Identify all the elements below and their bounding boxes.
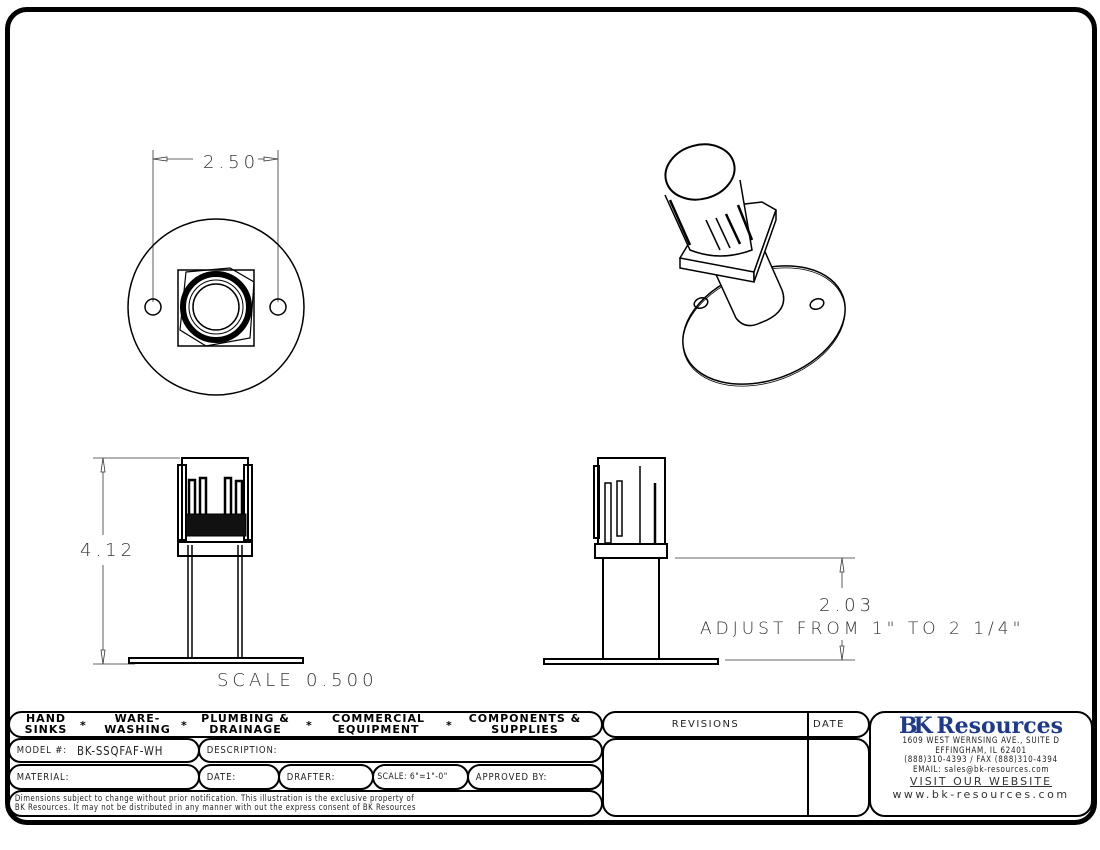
category-warewashing: WARE-WASHING <box>104 712 171 736</box>
disclaimer: Dimensions subject to change without pri… <box>8 790 603 817</box>
category-components: COMPONENTS &SUPPLIES <box>468 712 582 736</box>
revisions-table <box>602 738 870 817</box>
scale-field: SCALE: 6"=1"-0" <box>372 764 469 790</box>
height-dimension: 4.12 <box>80 540 136 561</box>
drawing-frame <box>5 7 1097 825</box>
separator-star: * <box>306 719 312 732</box>
category-bar <box>8 711 603 738</box>
top-dimension: 2.50 <box>203 152 259 173</box>
technical-drawing: 2.50 4.12 SCALE 0.500 2.03 ADJUST FROM 1… <box>80 143 1024 691</box>
adjust-dimension: 2.03 <box>819 595 875 616</box>
date-field: DATE: <box>198 764 280 790</box>
front-view <box>93 457 304 665</box>
material-field: MATERIAL: <box>8 764 200 790</box>
adjust-note: ADJUST FROM 1" TO 2 1/4" <box>700 619 1024 639</box>
drafter-field: DRAFTER: <box>278 764 374 790</box>
revisions-divider <box>807 740 809 815</box>
bk-logo: BK Resources <box>898 713 1064 739</box>
company-block: BK Resources 1609 WEST WERNSING AVE., SU… <box>869 711 1093 817</box>
email-link[interactable]: EMAIL: sales@bk-resources.com <box>912 764 1050 775</box>
isometric-view <box>664 143 846 387</box>
scale-value: 0.500 <box>306 670 378 691</box>
top-view <box>127 150 305 396</box>
visit-website-link[interactable]: VISIT OUR WEBSITE <box>909 775 1053 788</box>
separator-star: * <box>80 719 86 732</box>
model-value: BK-SSQFAF-WH <box>77 743 164 758</box>
separator-star: * <box>181 719 187 732</box>
revisions-header: REVISIONS DATE <box>602 711 870 738</box>
side-view <box>543 457 855 665</box>
description-field: DESCRIPTION: <box>198 738 603 763</box>
model-field: MODEL #:BK-SSQFAF-WH <box>8 738 200 763</box>
approved-field: APPROVED BY: <box>467 764 603 790</box>
company-info: BK Resources 1609 WEST WERNSING AVE., SU… <box>871 715 1091 801</box>
website-link[interactable]: www.bk-resources.com <box>892 788 1070 801</box>
separator-star: * <box>446 719 452 732</box>
scale-label: SCALE <box>217 670 295 691</box>
category-plumbing: PLUMBING &DRAINAGE <box>201 712 290 736</box>
